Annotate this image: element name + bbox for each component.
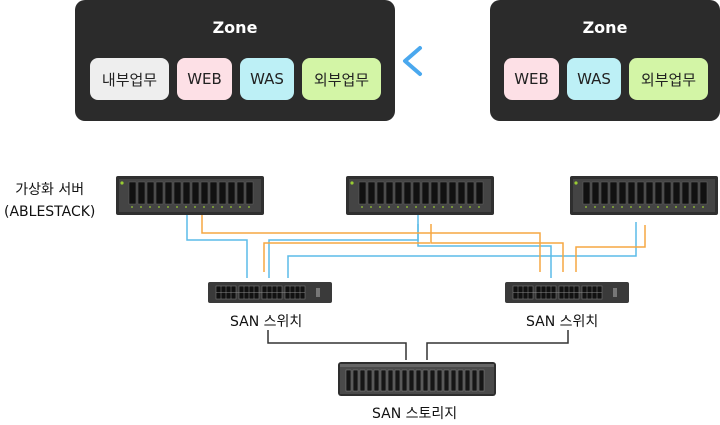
storage-array xyxy=(338,362,496,396)
server-label: 가상화 서버 (ABLESTACK) xyxy=(4,179,95,223)
server-middle xyxy=(346,176,494,215)
zone-left: Zone 내부업무 WEB WAS 외부업무 xyxy=(75,0,395,121)
switch-right xyxy=(505,282,629,303)
chip-internal-work: 내부업무 xyxy=(90,58,169,100)
zone-right-title: Zone xyxy=(582,18,628,37)
blue-links xyxy=(186,215,637,278)
switch-right-label: SAN 스위치 xyxy=(526,314,599,330)
server-label-line1: 가상화 서버 xyxy=(15,182,85,198)
server-right xyxy=(570,176,718,215)
chip-external-work: 외부업무 xyxy=(302,58,381,100)
chip-external-work: 외부업무 xyxy=(629,58,708,100)
migration-arrow-icon xyxy=(403,46,480,76)
chip-web: WEB xyxy=(504,58,559,100)
orange-links xyxy=(201,215,646,272)
server-left xyxy=(116,176,264,215)
zone-left-title: Zone xyxy=(212,18,258,37)
switch-left-label: SAN 스위치 xyxy=(230,314,303,330)
chip-web: WEB xyxy=(177,58,232,100)
zone-right: Zone WEB WAS 외부업무 xyxy=(490,0,720,121)
storage-links xyxy=(267,330,569,360)
chip-was: WAS xyxy=(567,58,621,100)
switch-left xyxy=(208,282,332,303)
chip-was: WAS xyxy=(240,58,294,100)
storage-label: SAN 스토리지 xyxy=(372,406,458,422)
server-label-line2: (ABLESTACK) xyxy=(4,204,96,220)
